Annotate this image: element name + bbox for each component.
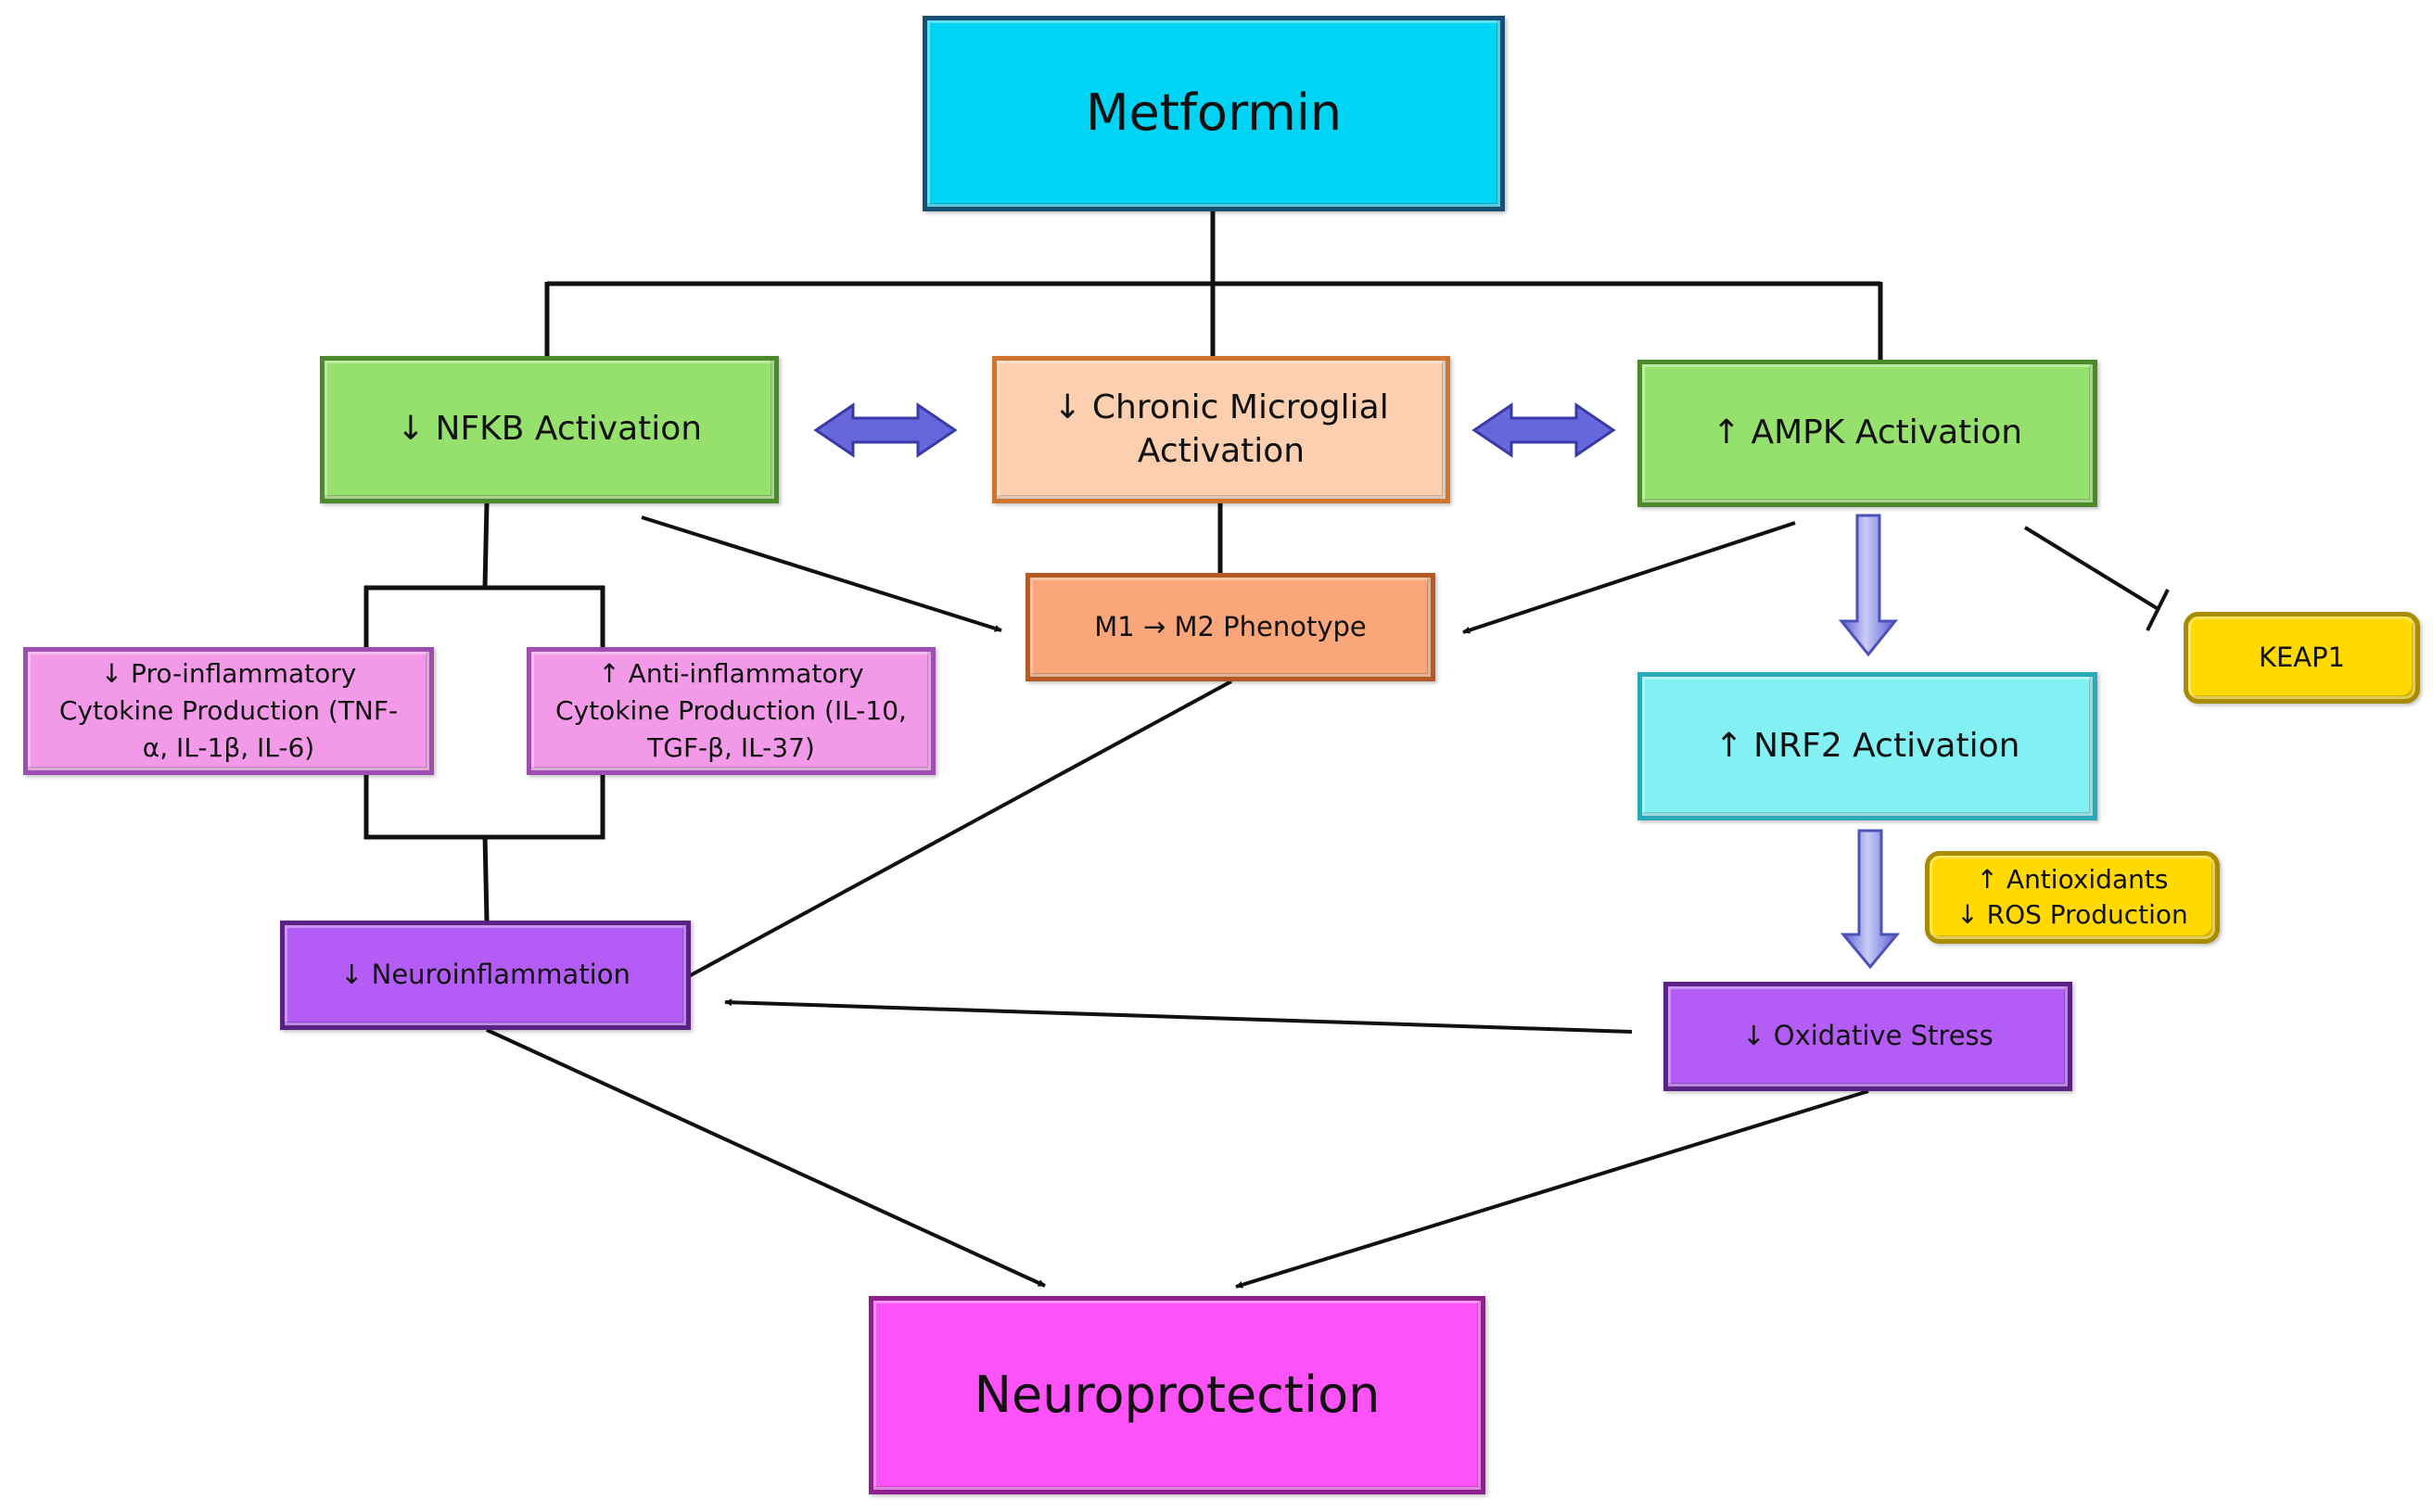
nrf2-activation-node: ↑ NRF2 Activation — [1637, 672, 2097, 820]
chronic-microglial-activation-node: ↓ Chronic Microglial Activation — [992, 356, 1450, 503]
anti-inflammatory-cytokine-label: ↑ Anti-inflammatory Cytokine Production … — [555, 658, 907, 763]
neuroprotection-node: Neuroprotection — [869, 1296, 1485, 1494]
pro-inflammatory-cytokine-label: ↓ Pro-inflammatory Cytokine Production (… — [58, 658, 399, 763]
nrf2-activation-label: ↑ NRF2 Activation — [1714, 726, 2020, 765]
neuroinflammation-node: ↓ Neuroinflammation — [280, 921, 691, 1030]
neuroinflammation-to-neuroprotection-arrow — [486, 1028, 1046, 1288]
ampk-activation-node: ↑ AMPK Activation — [1637, 360, 2097, 507]
m1-m2-phenotype-label: M1 → M2 Phenotype — [1094, 610, 1367, 642]
anti-inflammatory-cytokine-node: ↑ Anti-inflammatory Cytokine Production … — [527, 647, 936, 775]
oxidative-stress-label: ↓ Oxidative Stress — [1742, 1020, 1994, 1052]
neuroprotection-label: Neuroprotection — [974, 1365, 1381, 1424]
nrf2-to-oxidative-block-arrow — [1840, 829, 1901, 970]
chronic-microglial-activation-label: ↓ Chronic Microglial Activation — [1053, 388, 1389, 470]
keap1-node: KEAP1 — [2184, 612, 2420, 704]
metformin-branch-connector — [544, 211, 1883, 360]
pro-inflammatory-cytokine-node: ↓ Pro-inflammatory Cytokine Production (… — [23, 647, 434, 775]
metformin-node: Metformin — [923, 16, 1505, 211]
metformin-label: Metformin — [1085, 83, 1343, 143]
nfkb-activation-label: ↓ NFKB Activation — [396, 410, 703, 449]
ampk-to-m1m2-arrow — [1462, 521, 1796, 634]
ampk-activation-label: ↑ AMPK Activation — [1712, 413, 2023, 452]
m1m2-to-neuroinflammation-connector — [688, 680, 1232, 978]
nfkb-activation-node: ↓ NFKB Activation — [320, 356, 779, 503]
cytokine-bracket-connector — [363, 502, 605, 921]
nfkb-to-m1m2-arrow — [641, 515, 1002, 632]
oxidative-to-neuroinflammation-arrow — [724, 998, 1633, 1034]
oxidative-stress-node: ↓ Oxidative Stress — [1663, 982, 2072, 1091]
nfkb-microglial-double-arrow — [813, 402, 958, 458]
ampk-inhibits-keap1-connector — [2023, 526, 2170, 631]
oxidative-to-neuroprotection-arrow — [1235, 1089, 1869, 1289]
keap1-label: KEAP1 — [2258, 641, 2346, 673]
antioxidants-ros-label: ↑ Antioxidants ↓ ROS Production — [1956, 864, 2188, 930]
m1-m2-phenotype-node: M1 → M2 Phenotype — [1025, 573, 1435, 681]
microglial-ampk-double-arrow — [1471, 402, 1616, 458]
neuroinflammation-label: ↓ Neuroinflammation — [340, 959, 631, 991]
ampk-to-nrf2-block-arrow — [1838, 514, 1899, 657]
antioxidants-ros-node: ↑ Antioxidants ↓ ROS Production — [1925, 851, 2220, 944]
